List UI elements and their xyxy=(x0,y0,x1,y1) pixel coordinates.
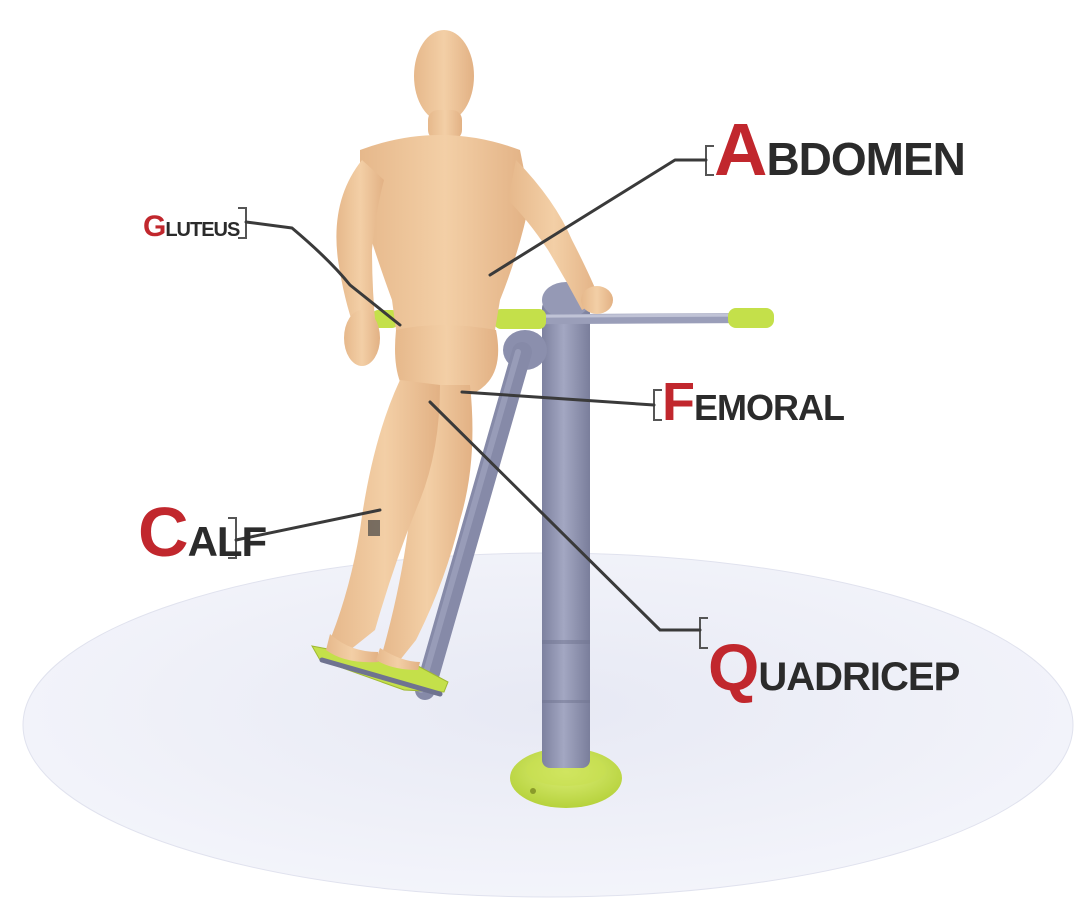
label-gluteus: GLUTEUS xyxy=(143,210,240,243)
label-calf: CALF xyxy=(138,493,267,571)
label-femoral: FEMORAL xyxy=(662,372,844,432)
machine-pole xyxy=(542,282,590,768)
label-abdomen: ABDOMEN xyxy=(714,108,965,191)
